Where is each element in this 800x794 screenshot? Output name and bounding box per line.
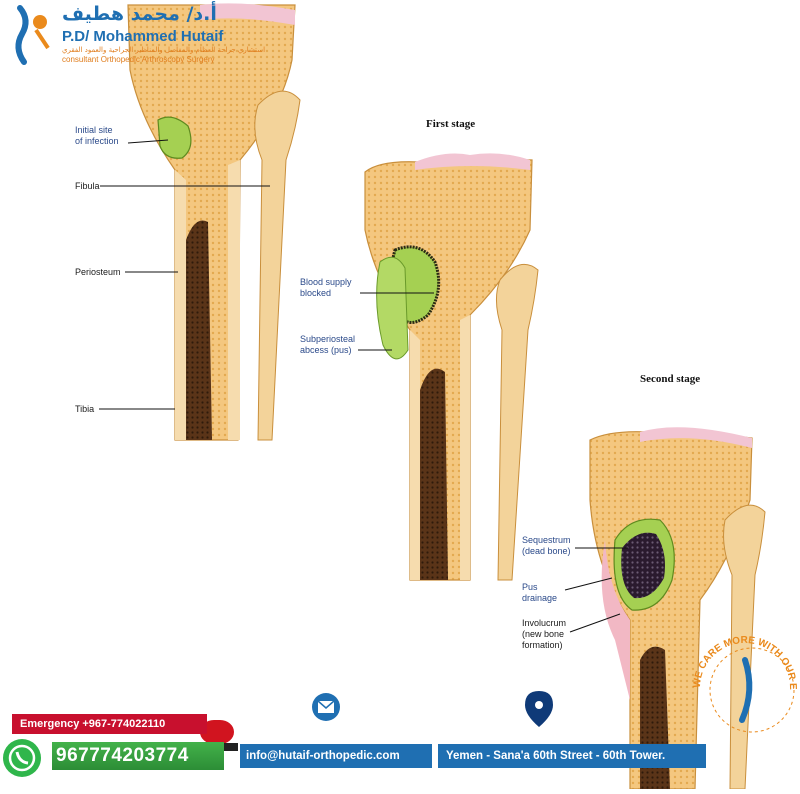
fibula-bone: [723, 504, 766, 790]
subtitle-english: consultant Orthopedic Arthroscopy Surger…: [62, 55, 215, 64]
label-involucrum: Involucrum (new bone formation): [522, 618, 567, 650]
label-initial-site: Initial site of infection: [75, 125, 119, 146]
email-icon[interactable]: [312, 693, 340, 721]
cartilage: [640, 427, 752, 448]
tibia-cortex-right: [228, 160, 240, 440]
leader-pus: [564, 577, 613, 591]
leader-involucrum: [569, 613, 621, 633]
slogan-path-text: WE CARE MORE WITH OUR EXPERIENCE: [686, 610, 798, 690]
leader-infection: [127, 139, 169, 144]
panel-second-stage: [564, 427, 766, 790]
label-blood-supply: Blood supply blocked: [300, 277, 352, 298]
label-tibia: Tibia: [75, 404, 95, 414]
address-text: Yemen - Sana'a 60th Street - 60th Tower.: [438, 744, 706, 768]
label-sequestrum: Sequestrum (dead bone): [522, 535, 571, 556]
label-fibula: Fibula: [75, 181, 100, 191]
subperiosteal-abscess: [376, 256, 409, 360]
sequestrum: [621, 532, 665, 599]
infection-site: [157, 116, 192, 159]
stage-title-first: First stage: [426, 118, 476, 130]
cartilage: [415, 153, 530, 170]
doctor-name-english: P.D/ Mohammed Hutaif: [62, 28, 224, 45]
label-pus-drainage: Pus drainage: [522, 582, 558, 603]
label-periosteum: Periosteum: [75, 267, 121, 277]
doctor-name-arabic: أ.د/ محمد هطيف: [62, 3, 217, 25]
cartilage: [200, 3, 295, 25]
medullary-cavity: [420, 368, 448, 580]
slogan-text: WE CARE MORE WITH OUR EXPERIENCE: [686, 610, 800, 728]
tibia-cortex-right: [460, 315, 470, 580]
panel-initial: [99, 3, 301, 441]
slogan-logo-icon: [709, 647, 795, 733]
svg-text:WE CARE MORE WITH OUR EXPERIEN: WE CARE MORE WITH OUR EXPERIENCE: [690, 618, 798, 690]
fibula-bone: [254, 90, 301, 441]
email-link[interactable]: info@hutaif-orthopedic.com: [240, 744, 432, 768]
panel-first-stage: [358, 153, 539, 581]
spine-logo-icon: [15, 5, 50, 65]
stage-title-second: Second stage: [640, 373, 701, 385]
fibula-bone: [496, 263, 539, 581]
tibia-cortex-left: [175, 170, 186, 440]
emergency-banner[interactable]: Emergency +967-774022110: [12, 714, 207, 734]
label-abscess: Subperiosteal abcess (pus): [300, 334, 356, 355]
tibia-cortex-left: [410, 330, 420, 580]
location-pin-icon[interactable]: [525, 691, 553, 727]
involucrum: [601, 540, 630, 700]
medullary-cavity: [186, 220, 212, 440]
subtitle-arabic: استشاري جراحة العظام والمفاصل والمناظير …: [62, 46, 266, 54]
phone-number-button[interactable]: 967774203774: [52, 742, 224, 770]
whatsapp-icon[interactable]: [3, 739, 41, 777]
